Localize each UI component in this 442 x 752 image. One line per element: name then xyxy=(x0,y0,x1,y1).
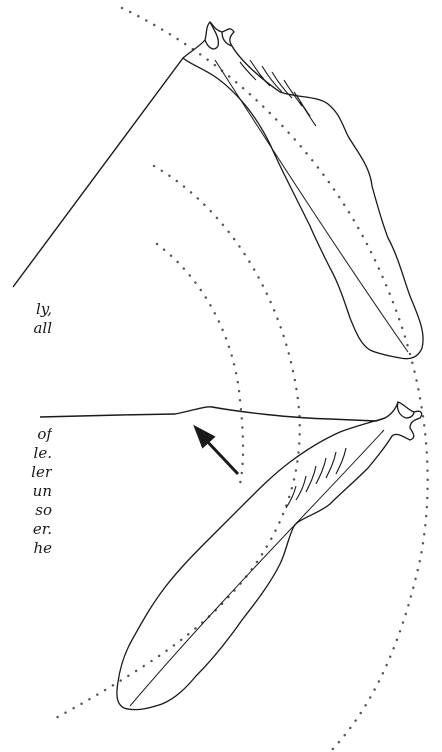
swing-arc-middle xyxy=(52,166,300,720)
swing-arc-outer xyxy=(122,8,428,752)
up-left-arrow-icon xyxy=(196,428,238,474)
top-racket-drawing xyxy=(183,22,423,359)
string-line-bottom xyxy=(40,407,385,421)
caption-bottom-line-1: of xyxy=(0,425,52,444)
caption-top-fragment: ly, all xyxy=(0,300,52,338)
caption-top-line-1: ly, xyxy=(0,300,52,319)
caption-bottom-line-4: un xyxy=(0,482,52,501)
caption-bottom-line-6: er. xyxy=(0,520,52,539)
bottom-racket-drawing xyxy=(117,402,422,710)
caption-top-line-2: all xyxy=(0,319,52,338)
caption-bottom-fragment: of le. ler un so er. he xyxy=(0,425,52,558)
caption-bottom-line-7: he xyxy=(0,539,52,558)
caption-bottom-line-5: so xyxy=(0,501,52,520)
string-line-top xyxy=(13,58,183,287)
swing-arc-inner xyxy=(157,244,243,484)
caption-bottom-line-2: le. xyxy=(0,444,52,463)
caption-bottom-line-3: ler xyxy=(0,463,52,482)
